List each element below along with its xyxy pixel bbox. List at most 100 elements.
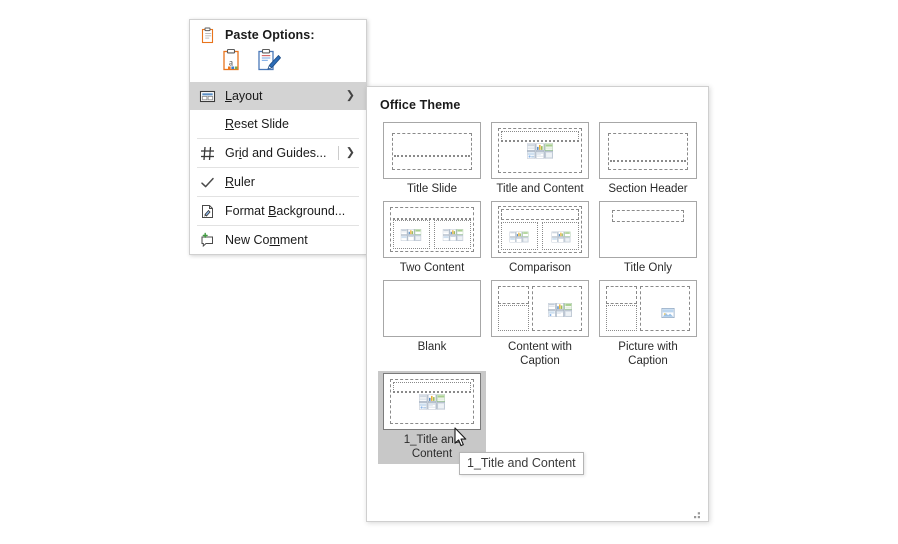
- layout-thumbnail: [383, 122, 481, 179]
- paste-options-buttons: a: [190, 44, 366, 82]
- layout-thumbnail: [383, 280, 481, 337]
- title-placeholder: [393, 382, 471, 392]
- layout-caption: Picture with Caption: [618, 341, 678, 367]
- layout-item-blank[interactable]: Blank: [378, 278, 486, 371]
- layout-item-section-header[interactable]: Section Header: [594, 120, 702, 199]
- menu-separator: [197, 167, 359, 168]
- resize-grip[interactable]: [694, 507, 703, 519]
- content-cluster-icon-right: [442, 228, 464, 242]
- layout-thumbnail: [599, 280, 697, 337]
- submenu-divider: [338, 146, 339, 160]
- chevron-right-icon: ❯: [345, 89, 355, 102]
- layout-tooltip: 1_Title and Content: [459, 452, 584, 475]
- content-cluster-icon-right: [551, 231, 571, 243]
- layout-item-1-title-and-content[interactable]: 1_Title and Content: [378, 371, 486, 464]
- content-cluster-icon: [526, 142, 554, 159]
- menu-separator: [197, 138, 359, 139]
- svg-text:a: a: [229, 58, 233, 68]
- checkmark-icon: [199, 174, 216, 191]
- picture-icon: [661, 305, 675, 318]
- clipboard-icon: [199, 27, 216, 44]
- layout-item-content-with-caption[interactable]: Content with Caption: [486, 278, 594, 371]
- header-placeholder: [608, 133, 688, 170]
- menu-item-label: Layout: [225, 89, 263, 103]
- outer-placeholder: [498, 206, 582, 253]
- menu-item-layout[interactable]: Layout ❯: [190, 82, 366, 110]
- picture-placeholder: [640, 286, 690, 331]
- menu-item-reset-slide[interactable]: Reset Slide: [190, 110, 366, 138]
- left-content-placeholder: [393, 220, 430, 249]
- layout-item-comparison[interactable]: Comparison: [486, 199, 594, 278]
- content-cluster-icon: [547, 302, 573, 318]
- grid-icon: [199, 145, 216, 162]
- layout-item-picture-with-caption[interactable]: Picture with Caption: [594, 278, 702, 371]
- layout-icon: [199, 88, 216, 105]
- title-underline: [393, 218, 471, 220]
- content-cluster-icon-left: [509, 231, 529, 243]
- title-placeholder: [612, 210, 684, 222]
- content-placeholder: [498, 128, 582, 173]
- left-text-placeholder: [501, 222, 538, 250]
- title-underline: [501, 140, 579, 142]
- layout-caption: Two Content: [399, 262, 465, 274]
- context-menu: Paste Options: a: [189, 19, 367, 255]
- new-comment-icon: [199, 232, 216, 249]
- gallery-title: Office Theme: [380, 98, 461, 112]
- layout-grid: Title Slide: [367, 112, 708, 464]
- title-placeholder: [501, 131, 579, 141]
- title-placeholder: [392, 133, 472, 170]
- layout-caption: Title Only: [623, 262, 673, 274]
- layout-item-title-only[interactable]: Title Only: [594, 199, 702, 278]
- layout-thumbnail: [491, 280, 589, 337]
- layout-item-title-slide[interactable]: Title Slide: [378, 120, 486, 199]
- clipboard-text-icon[interactable]: a: [220, 48, 246, 73]
- blank-icon: [199, 116, 216, 133]
- layout-caption: Content with Caption: [508, 341, 572, 367]
- menu-item-new-comment[interactable]: New Comment: [190, 226, 366, 254]
- format-background-icon: [199, 203, 216, 220]
- caption-text-placeholder: [606, 305, 637, 331]
- layout-thumbnail: [383, 201, 481, 258]
- layout-caption: Title Slide: [406, 183, 458, 195]
- content-placeholder: [390, 379, 474, 424]
- layout-caption: Section Header: [608, 183, 688, 195]
- subheader-placeholder: [610, 160, 686, 162]
- menu-item-label: Ruler: [225, 175, 255, 189]
- paste-options-label: Paste Options:: [225, 28, 315, 42]
- menu-item-label: Reset Slide: [225, 117, 289, 131]
- caption-title-placeholder: [498, 286, 529, 304]
- chevron-right-icon[interactable]: ❯: [345, 146, 355, 159]
- content-placeholder: [532, 286, 582, 331]
- menu-separator: [197, 225, 359, 226]
- layout-caption: Title and Content: [496, 183, 584, 195]
- layout-gallery-panel: Office Theme Title Slide: [366, 86, 709, 522]
- menu-item-grid-and-guides[interactable]: Grid and Guides... ❯: [190, 139, 366, 167]
- title-underline: [393, 391, 471, 393]
- layout-thumbnail: [491, 122, 589, 179]
- menu-item-label: Format Background...: [225, 204, 346, 218]
- layout-thumbnail: [383, 373, 481, 430]
- title-placeholder: [501, 209, 579, 220]
- menu-item-label: New Comment: [225, 233, 308, 247]
- menu-separator: [197, 196, 359, 197]
- content-cluster-icon: [418, 393, 446, 410]
- content-cluster-icon-left: [400, 228, 422, 242]
- layout-item-title-and-content[interactable]: Title and Content: [486, 120, 594, 199]
- right-text-placeholder: [542, 222, 579, 250]
- layout-caption: Blank: [417, 341, 447, 353]
- subtitle-placeholder: [394, 155, 470, 157]
- layout-thumbnail: [599, 122, 697, 179]
- paste-options-header: Paste Options:: [190, 20, 366, 44]
- clipboard-brush-icon[interactable]: [256, 48, 282, 73]
- caption-text-placeholder: [498, 305, 529, 331]
- layout-thumbnail: [599, 201, 697, 258]
- menu-item-label: Grid and Guides...: [225, 146, 327, 160]
- layout-caption: Comparison: [509, 262, 571, 274]
- caption-title-placeholder: [606, 286, 637, 304]
- layout-item-two-content[interactable]: Two Content: [378, 199, 486, 278]
- right-content-placeholder: [434, 220, 471, 249]
- menu-item-ruler[interactable]: Ruler: [190, 168, 366, 196]
- layout-thumbnail: [491, 201, 589, 258]
- outer-placeholder: [390, 207, 474, 252]
- menu-item-format-background[interactable]: Format Background...: [190, 197, 366, 225]
